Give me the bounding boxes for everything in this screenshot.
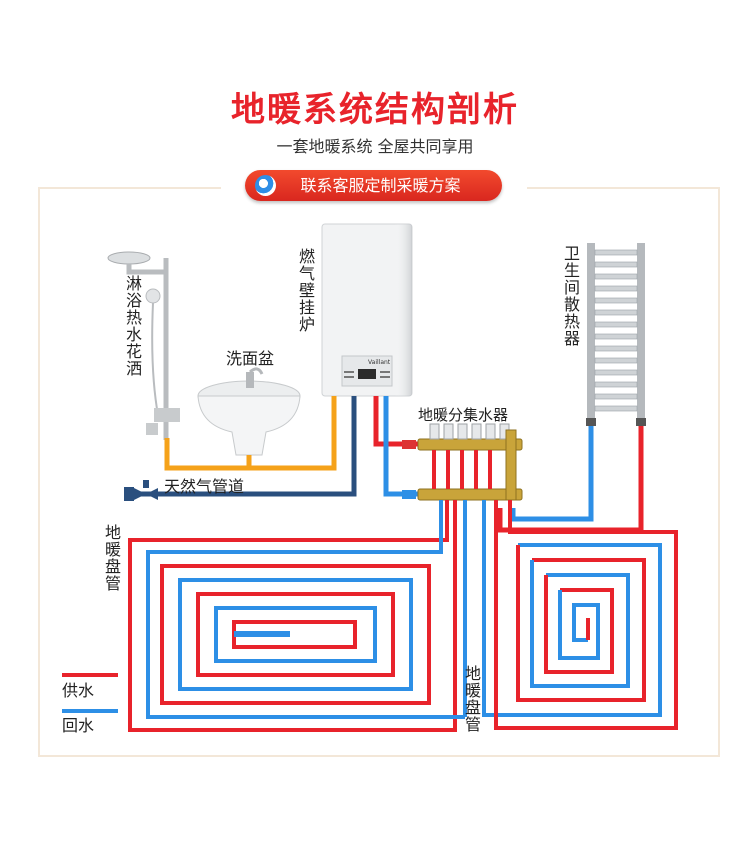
boiler-label: 燃气壁挂炉: [298, 247, 315, 334]
gas-valve-icon: [124, 480, 158, 501]
frame-top-right: [527, 187, 720, 189]
frame-top-left: [38, 187, 221, 189]
right-coil: [482, 500, 678, 730]
radiator-icon: [586, 243, 646, 426]
coil-left-label: 地暖盘管: [104, 523, 121, 593]
basin-icon: [197, 367, 301, 456]
contact-service-label: 联系客服定制采暖方案: [300, 176, 461, 195]
left-coil: [128, 500, 467, 732]
radiator-label: 卫生间散热器: [563, 244, 580, 348]
contact-service-button[interactable]: 联系客服定制采暖方案: [245, 170, 502, 201]
page-title: 地暖系统结构剖析: [231, 90, 519, 130]
page-subtitle: 一套地暖系统 全屋共同享用: [276, 137, 474, 156]
basin-label: 洗面盆: [226, 349, 275, 368]
boiler-icon: Vaillant: [321, 223, 413, 397]
shower-icon: [107, 251, 180, 440]
gas-pipe-label: 天然气管道: [164, 477, 245, 496]
legend-return-label: 回水: [62, 716, 95, 735]
cta-chat-icon: [255, 175, 276, 196]
coil-right-label: 地暖盘管: [464, 664, 481, 734]
legend-supply-label: 供水: [62, 681, 95, 700]
diagram-frame: [38, 187, 720, 757]
manifold-label: 地暖分集水器: [418, 406, 509, 424]
shower-label: 淋浴热水花洒: [125, 274, 142, 378]
boiler-brand: Vaillant: [368, 359, 391, 366]
manifold-icon: [402, 423, 523, 501]
